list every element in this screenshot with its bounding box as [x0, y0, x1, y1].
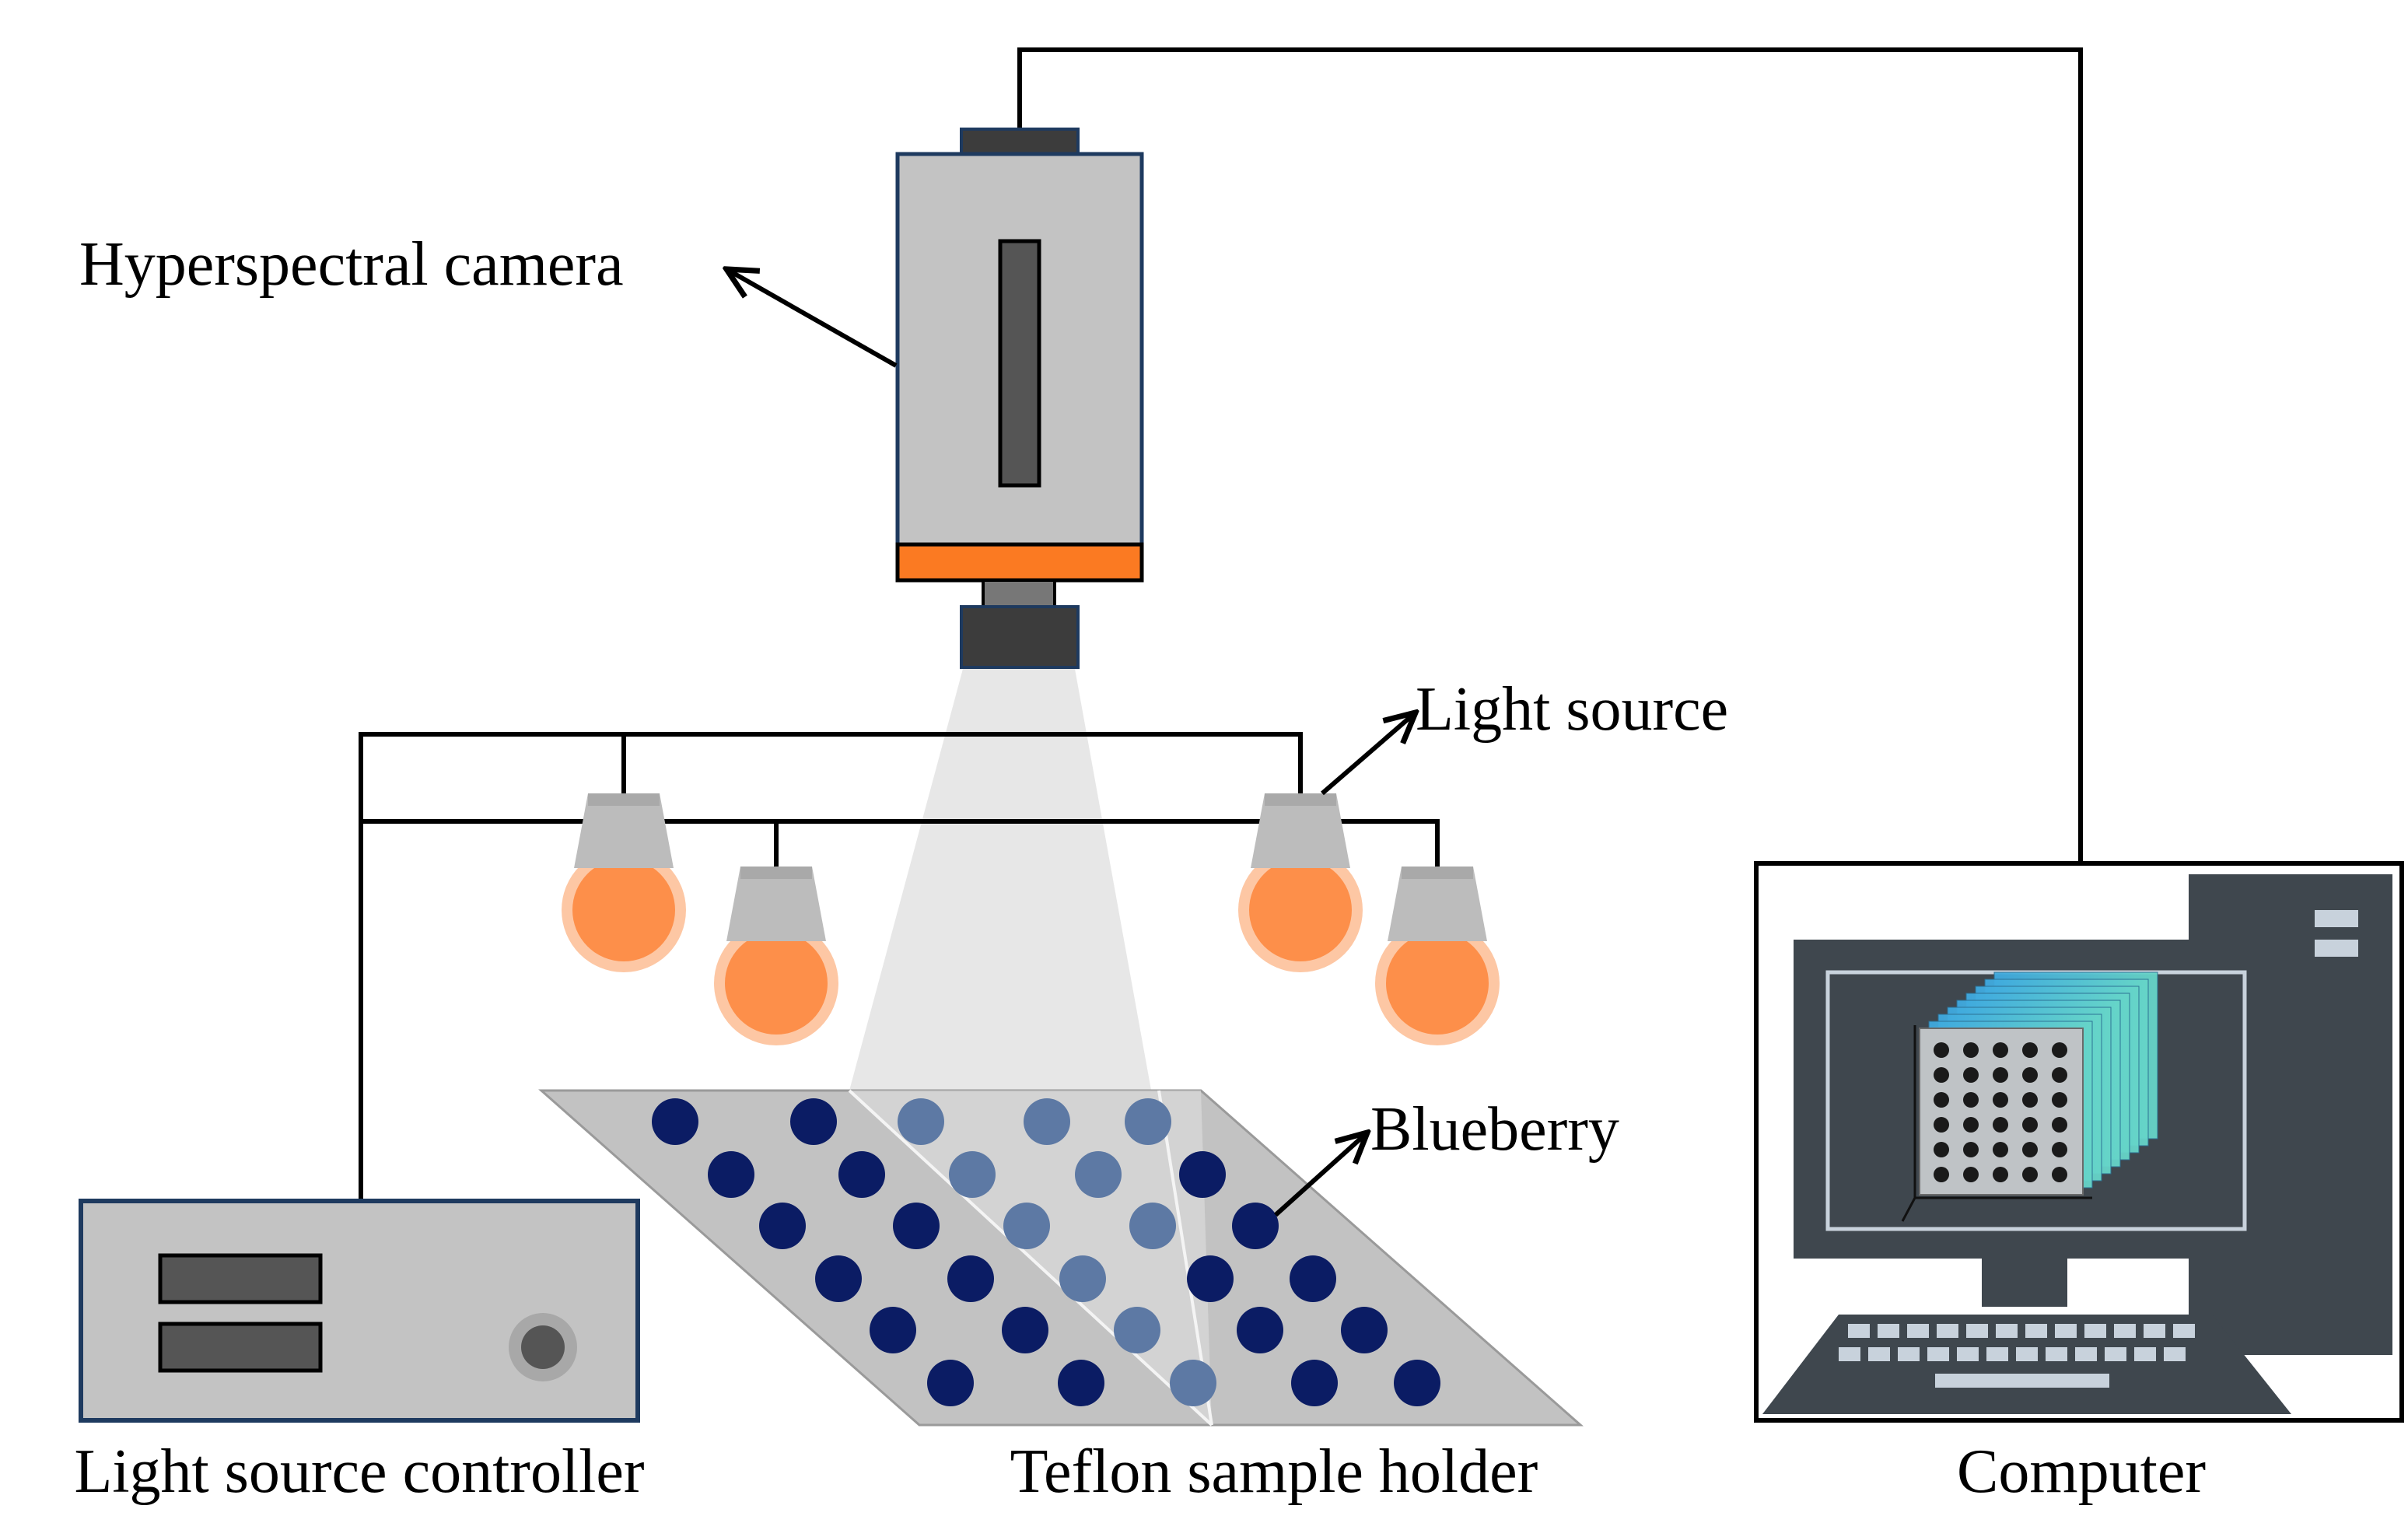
blueberry-icon [927, 1360, 974, 1406]
controller-label: Light source controller [74, 1437, 644, 1506]
blueberry-icon [1125, 1098, 1171, 1145]
light-source-label-arrow [1321, 712, 1416, 796]
blueberry-icon [1232, 1203, 1279, 1249]
sample-holder-label: Teflon sample holder [1010, 1437, 1538, 1506]
light-bulbs [562, 793, 1500, 1045]
light-bulb-icon [714, 867, 838, 1045]
camera-label-arrow [726, 269, 898, 368]
light-source-controller-icon [79, 1199, 640, 1423]
hyperspectral-camera-icon [895, 128, 1144, 669]
blueberry-icon [1003, 1203, 1050, 1249]
blueberry-icon [1341, 1307, 1388, 1353]
blueberry-icon [759, 1203, 806, 1249]
blueberry-icon [815, 1255, 862, 1302]
camera-computer-cable [1017, 47, 2083, 865]
blueberry-icon [838, 1151, 885, 1198]
blueberry-icon [1075, 1151, 1122, 1198]
blueberry-icon [1291, 1360, 1338, 1406]
blueberry-icon [1024, 1098, 1070, 1145]
blueberry-icon [1187, 1255, 1234, 1302]
blueberry-label-arrow [1273, 1133, 1367, 1217]
blueberry-label: Blueberry [1370, 1095, 1619, 1164]
light-bulb-icon [1375, 867, 1500, 1045]
blueberry-icon [1237, 1307, 1283, 1353]
hyperspectral-cube-icon [1901, 972, 2158, 1222]
blueberry-icon [790, 1098, 837, 1145]
blueberry-icon [1394, 1360, 1440, 1406]
blueberry-icon [708, 1151, 754, 1198]
blueberry-icon [1059, 1255, 1106, 1302]
keyboard-icon [1762, 1315, 2291, 1414]
camera-label: Hyperspectral camera [79, 230, 624, 299]
blueberry-icon [652, 1098, 698, 1145]
blueberry-icon [949, 1151, 996, 1198]
blueberry-icon [1179, 1151, 1226, 1198]
computer-label: Computer [1957, 1437, 2206, 1506]
blueberry-icon [870, 1307, 916, 1353]
blueberry-icon [1170, 1360, 1216, 1406]
light-bulb-icon [1238, 793, 1363, 972]
light-bulb-icon [562, 793, 686, 972]
blueberry-icon [898, 1098, 944, 1145]
light-wiring [359, 732, 1440, 1201]
light-source-label: Light source [1416, 675, 1728, 744]
blueberry-icon [947, 1255, 994, 1302]
blueberry-icon [1290, 1255, 1336, 1302]
blueberry-icon [1114, 1307, 1160, 1353]
blueberry-icon [1002, 1307, 1048, 1353]
blueberry-icon [1058, 1360, 1104, 1406]
blueberry-icon [1129, 1203, 1176, 1249]
blueberry-icon [893, 1203, 940, 1249]
computer-icon [1754, 861, 2404, 1423]
blueberries [652, 1098, 1440, 1406]
